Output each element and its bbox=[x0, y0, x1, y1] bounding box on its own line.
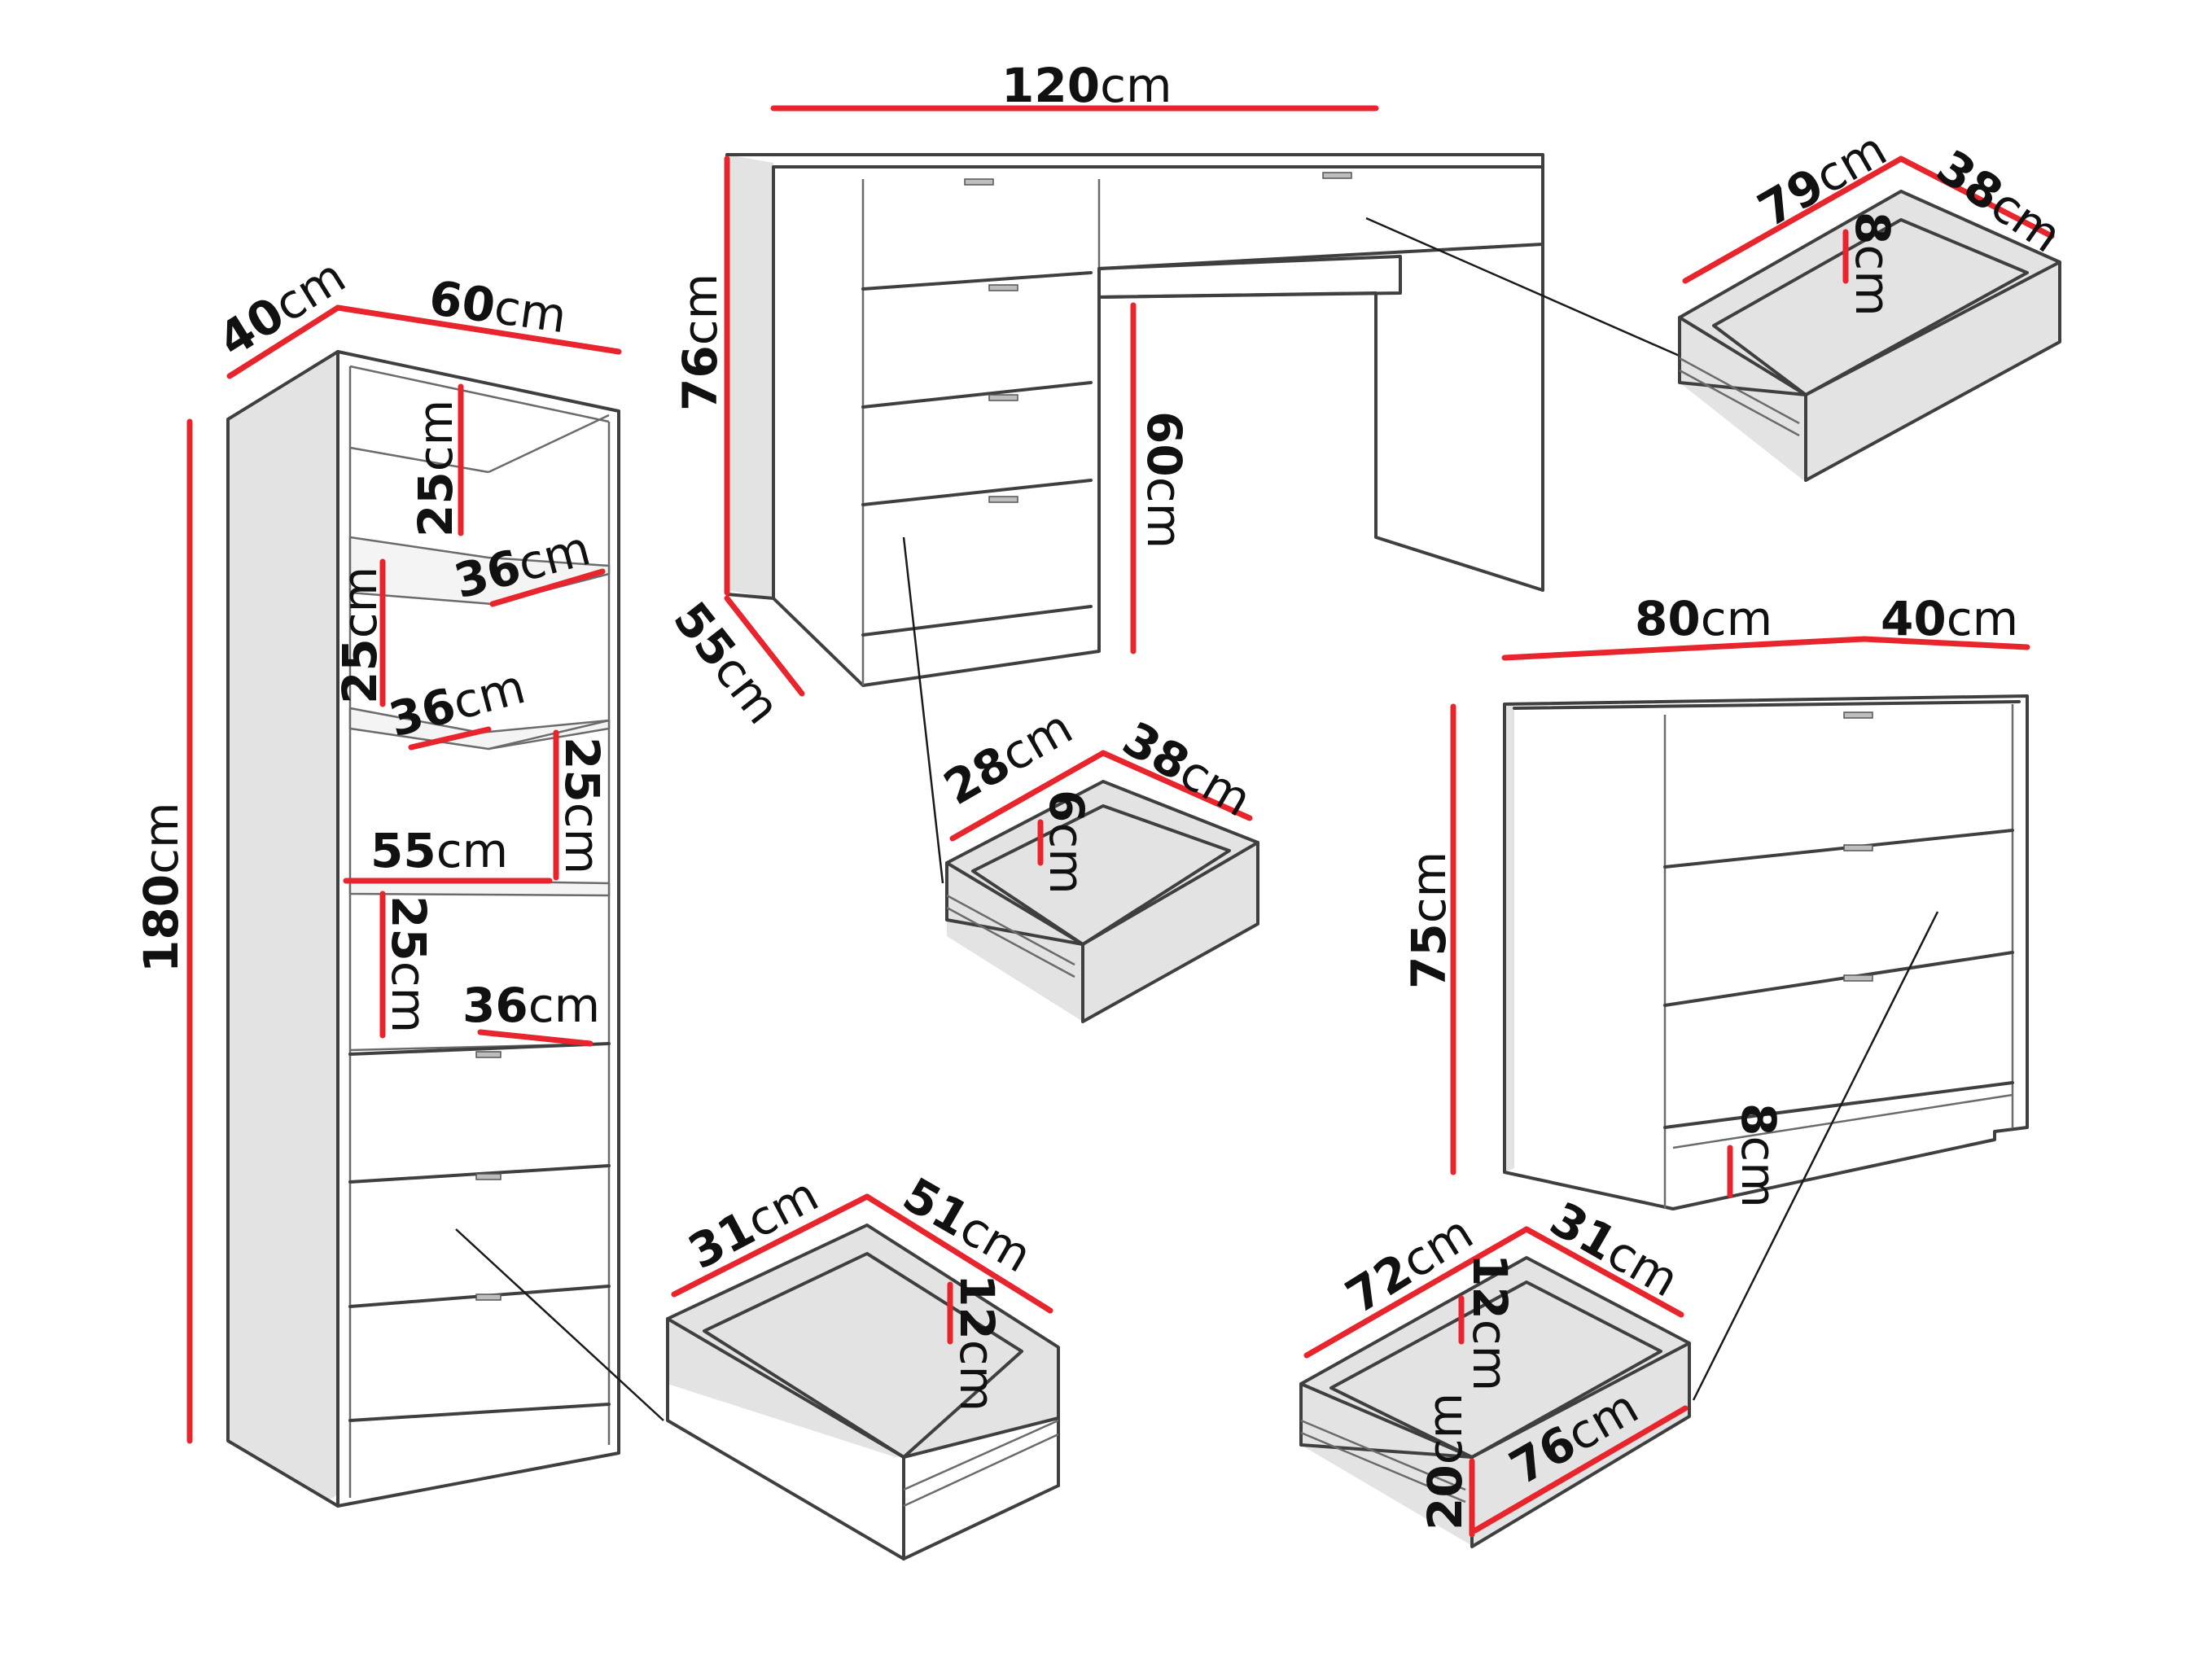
label-shelf-width: 60cm bbox=[426, 270, 570, 344]
label-shelf-drawer-height: 12cm bbox=[949, 1274, 1005, 1412]
label-shelf-depth: 40cm bbox=[208, 248, 354, 368]
dim-line-small-drawer-width bbox=[1100, 750, 1253, 821]
label-dresser-plinth: 8cm bbox=[1731, 1103, 1786, 1208]
label-desk-depth: 55cm bbox=[663, 592, 791, 734]
dim-line-inner-depth-1 bbox=[489, 568, 606, 607]
label-desk-height: 76cm bbox=[672, 274, 728, 411]
label-desk-width: 120cm bbox=[1001, 58, 1172, 113]
dim-line-dresser-drawer-depth bbox=[1523, 1226, 1684, 1318]
label-gap-4: 25cm bbox=[381, 895, 436, 1033]
label-gap-3: 25cm bbox=[554, 737, 610, 874]
dim-line-desk-drawer-length bbox=[1682, 155, 1904, 284]
dim-line-inner-depth-3 bbox=[477, 1029, 594, 1047]
bookcase: 40cm 60cm 180cm 25cm 25cm 25cm 25cm 36cm… bbox=[134, 248, 664, 1508]
label-dresser-drawer-height: 12cm bbox=[1462, 1254, 1518, 1391]
label-dresser-front-height: 20cm bbox=[1417, 1393, 1473, 1530]
label-desk-drawer-height: 8cm bbox=[1845, 212, 1900, 317]
label-gap-1: 25cm bbox=[408, 400, 463, 537]
label-shelf-height: 180cm bbox=[134, 803, 189, 973]
dim-line-inner-depth-2 bbox=[408, 726, 492, 751]
dim-line-shelf-drawer-width bbox=[864, 1193, 1053, 1314]
label-gap-2: 25cm bbox=[332, 567, 388, 704]
desk-drawer: 79cm 38cm 8cm bbox=[1678, 121, 2071, 482]
dim-line-dresser-drawer-length bbox=[1303, 1226, 1530, 1359]
dim-line-shelf-depth bbox=[226, 304, 341, 379]
label-dresser-height: 75cm bbox=[1401, 851, 1456, 989]
dim-line-shelf-width bbox=[335, 304, 622, 355]
label-inner-depth-3: 36cm bbox=[462, 978, 600, 1033]
label-dresser-width: 80cm bbox=[1635, 591, 1772, 646]
dim-line-desk-drawer-width bbox=[1898, 155, 2055, 239]
dim-line-dresser-width bbox=[1501, 636, 1868, 661]
dim-line-small-drawer-depth bbox=[949, 750, 1106, 842]
bookcase-drawer: 31cm 51cm 12cm bbox=[666, 1167, 1060, 1561]
dim-line-desk-depth bbox=[724, 595, 805, 697]
label-inner-width: 55cm bbox=[370, 823, 508, 878]
small-drawer: 28cm 38cm 6cm bbox=[935, 699, 1260, 1023]
label-desk-knee: 60cm bbox=[1137, 411, 1192, 549]
dim-line-shelf-drawer-depth bbox=[671, 1193, 870, 1298]
label-small-drawer-height: 6cm bbox=[1039, 790, 1094, 895]
dresser-drawer: 72cm 31cm 12cm 20cm 76cm bbox=[1299, 1191, 1691, 1548]
desk: 120cm 76cm 55cm 60cm bbox=[663, 58, 1723, 884]
label-dresser-depth: 40cm bbox=[1881, 591, 2018, 646]
dresser: 80cm 40cm 75cm 8cm bbox=[1401, 591, 2030, 1401]
dim-line-dresser-depth bbox=[1861, 636, 2030, 650]
dim-line-dresser-front-width bbox=[1472, 1405, 1689, 1534]
